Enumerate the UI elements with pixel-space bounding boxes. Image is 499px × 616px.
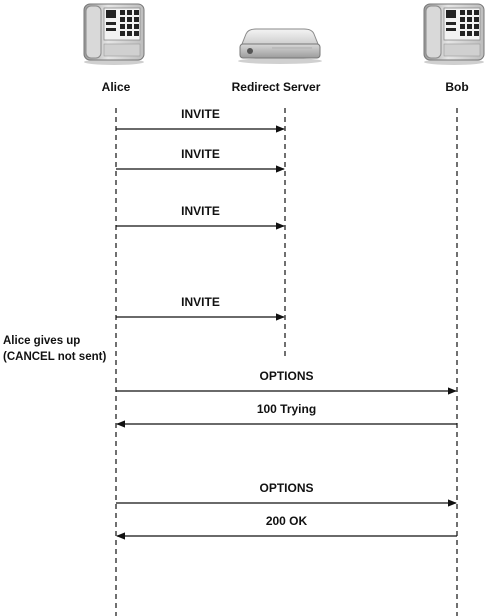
participant-label-redirect-server: Redirect Server	[231, 80, 321, 94]
alice-phone-icon	[83, 3, 145, 65]
message-label-8: 200 OK	[265, 514, 308, 528]
redirect-server-icon	[238, 28, 322, 64]
bob-phone-icon	[423, 3, 485, 65]
message-label-2: INVITE	[181, 147, 220, 161]
participant-label-alice: Alice	[101, 80, 131, 94]
message-label-1: INVITE	[181, 107, 220, 121]
message-label-3: INVITE	[181, 204, 220, 218]
note-line-2: (CANCEL not sent)	[3, 351, 107, 363]
message-label-6: 100 Trying	[256, 402, 317, 416]
message-label-5: OPTIONS	[259, 369, 314, 383]
message-label-7: OPTIONS	[259, 481, 314, 495]
message-label-4: INVITE	[181, 295, 220, 309]
note-line-1: Alice gives up	[3, 335, 81, 347]
note-alice-gives-up: Alice gives up (CANCEL not sent)	[3, 333, 106, 365]
participant-label-bob: Bob	[445, 80, 469, 94]
